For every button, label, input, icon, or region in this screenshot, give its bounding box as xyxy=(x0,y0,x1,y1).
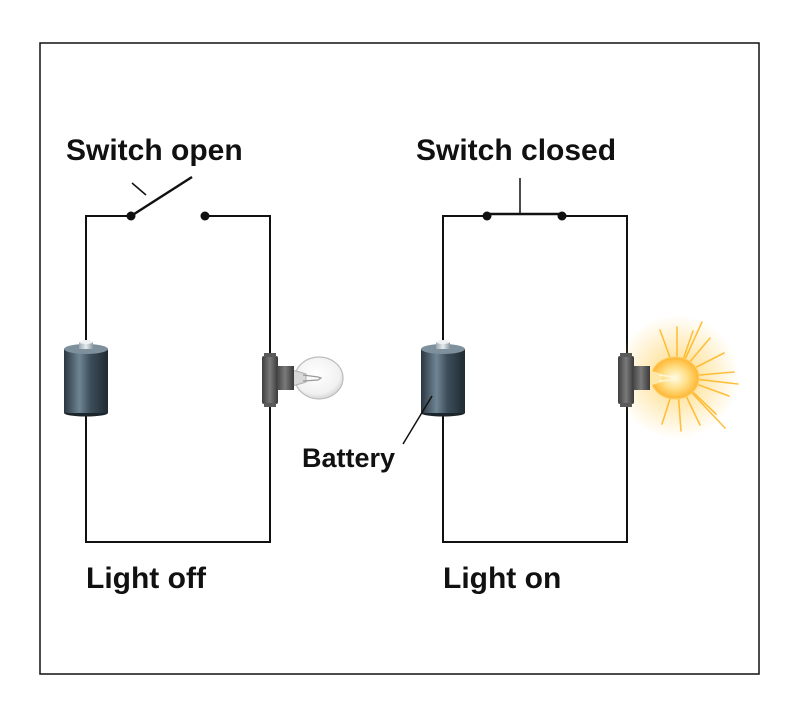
label-switch-open: Switch open xyxy=(66,134,243,167)
switch-contact xyxy=(126,211,136,221)
label-light-off: Light off xyxy=(86,562,206,595)
label-light-on: Light on xyxy=(443,562,562,595)
label-switch-closed: Switch closed xyxy=(416,134,617,167)
wire-loop-right xyxy=(442,215,628,543)
battery-icon xyxy=(64,340,108,417)
bulb-on-icon xyxy=(615,315,739,439)
switch-contact xyxy=(482,211,492,221)
battery-icon xyxy=(421,340,465,417)
switch-open-leader xyxy=(131,182,147,196)
bulb-off-icon xyxy=(262,353,344,407)
wire-loop-left xyxy=(85,215,271,543)
battery-leader xyxy=(402,395,433,445)
label-battery: Battery xyxy=(302,443,396,473)
circuit-open xyxy=(64,175,344,543)
switch-contact xyxy=(557,211,567,221)
switch-contact xyxy=(200,211,210,221)
circuit-closed xyxy=(402,178,739,543)
switch-lever-open xyxy=(130,175,193,218)
